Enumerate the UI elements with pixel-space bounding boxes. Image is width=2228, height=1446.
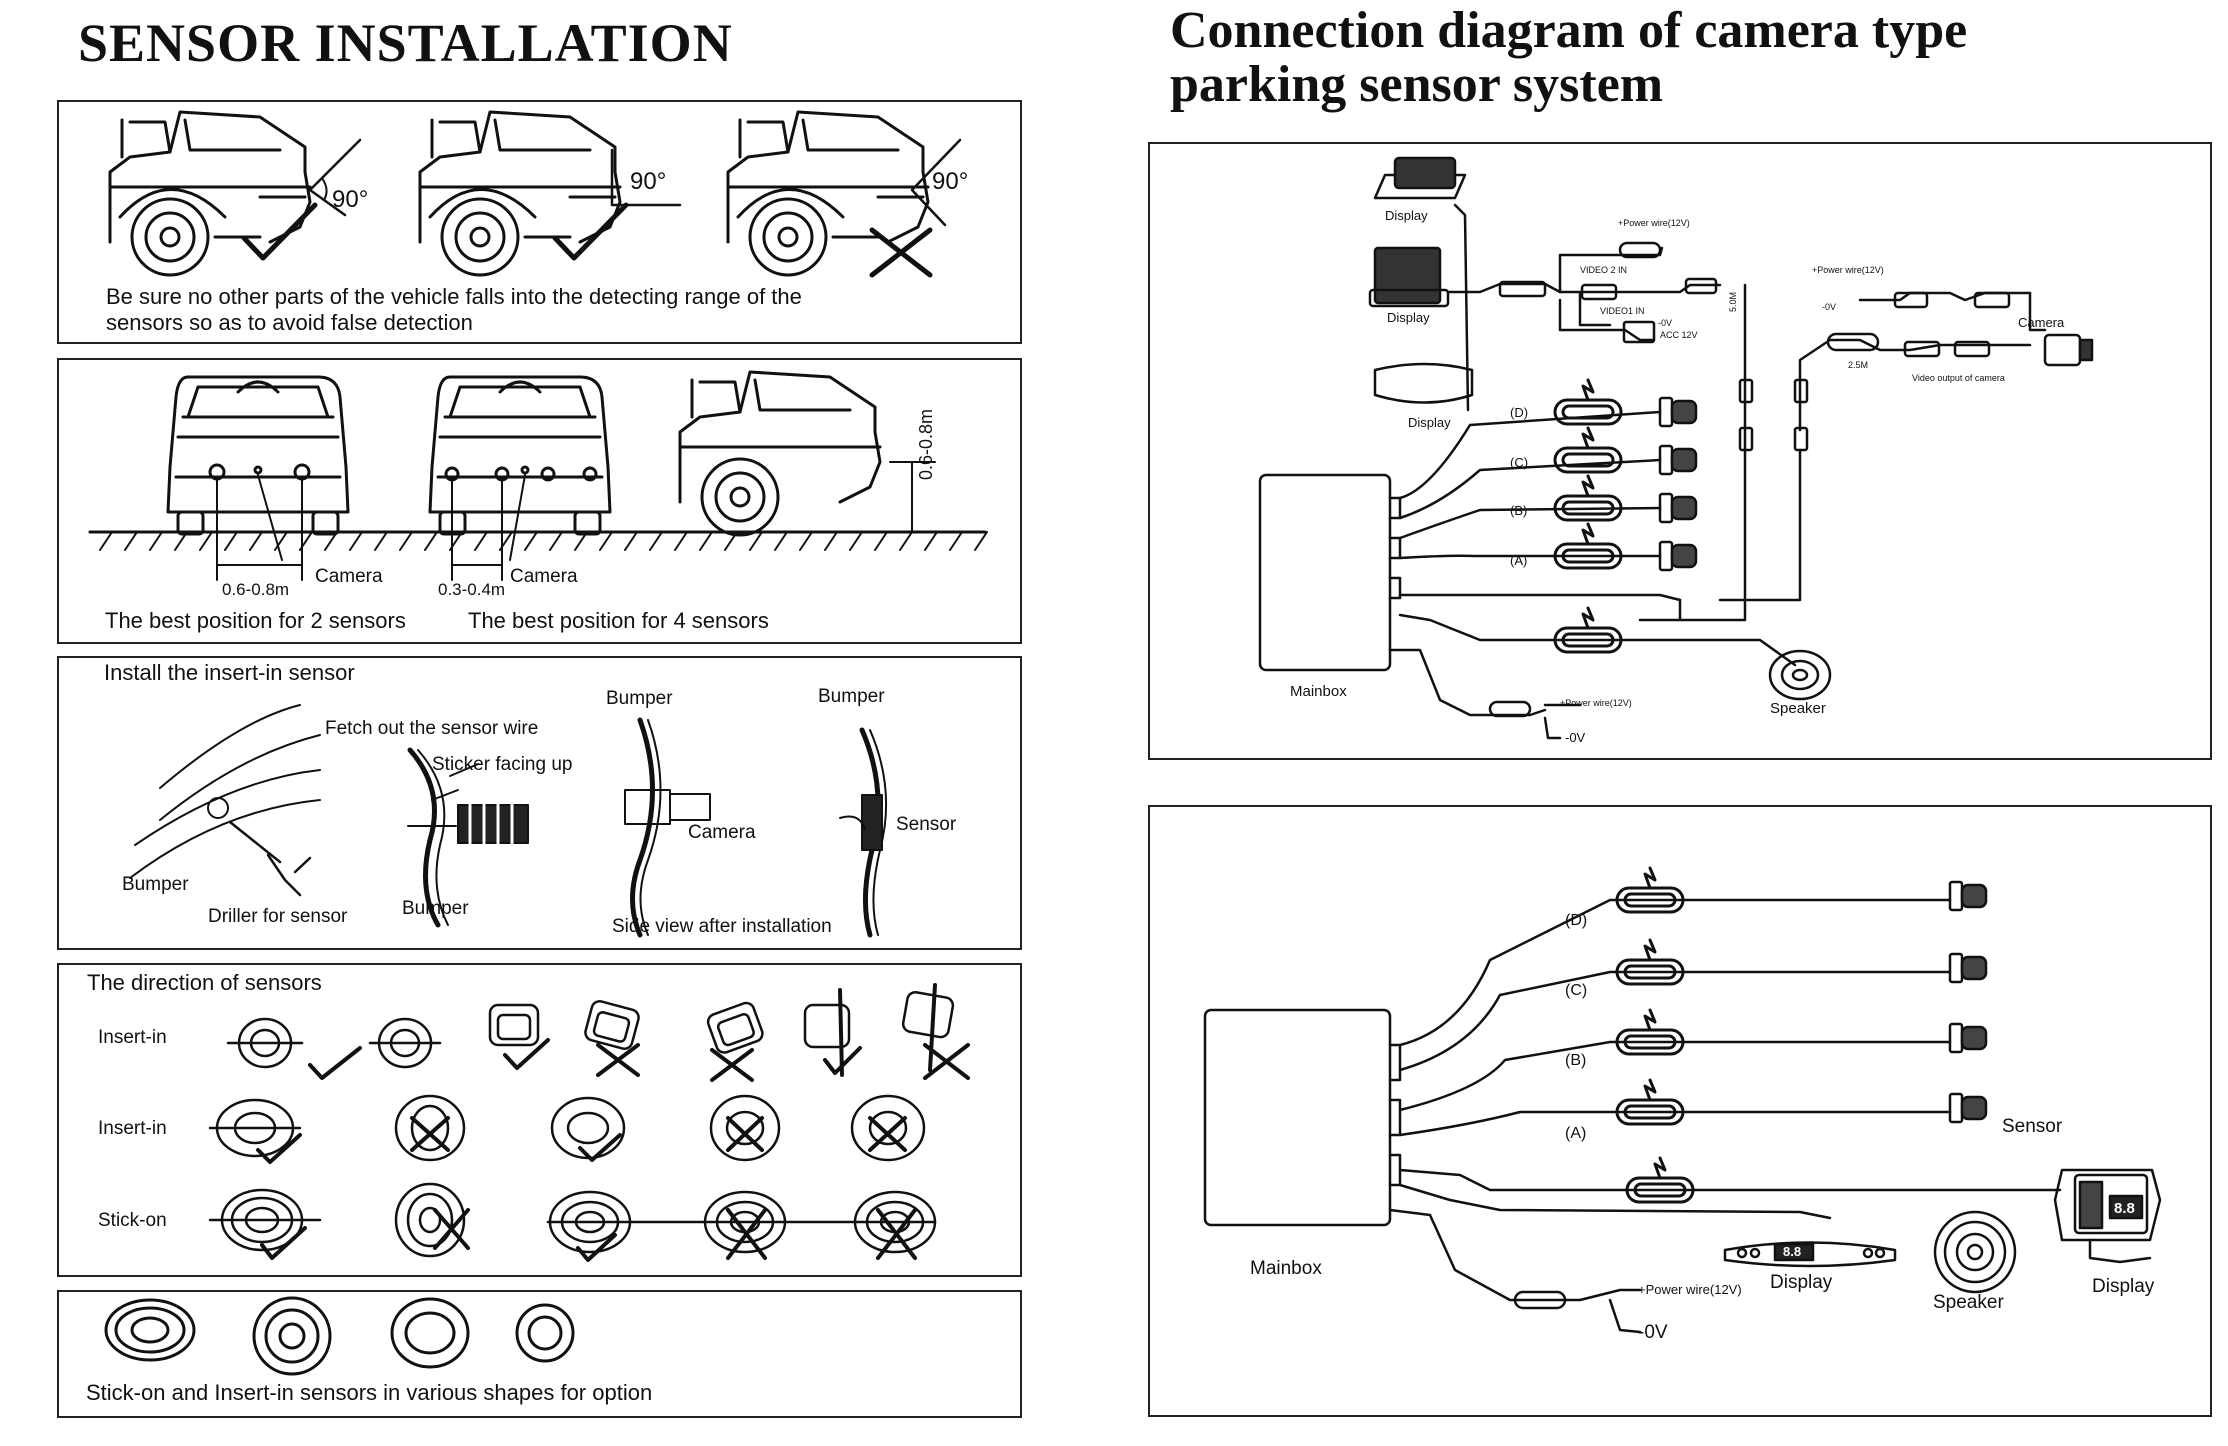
panel-install: [57, 656, 1022, 950]
bumper-label-a: Bumper: [606, 688, 673, 709]
angle-label-3: 90°: [932, 168, 969, 195]
bar-display-readout: 8.8: [1783, 1244, 1802, 1259]
fetch-wire-label: Fetch out the sensor wire: [325, 718, 539, 739]
power-wire-2: +Power wire(12V): [1638, 1282, 1742, 1297]
channel-b-2: (B): [1565, 1052, 1587, 1069]
row-insert-in-1: Insert-in: [98, 1027, 167, 1048]
power-wire-bottom: +Power wire(12V): [1560, 698, 1632, 708]
camera-label-4: Camera: [510, 566, 578, 587]
shapes-caption: Stick-on and Insert-in sensors in variou…: [86, 1380, 653, 1405]
panel-detect-range: [57, 100, 1022, 344]
channel-d-2: (D): [1565, 912, 1588, 929]
video1-label: VIDEO1 IN: [1600, 306, 1645, 316]
channel-c-2: (C): [1565, 982, 1588, 999]
panel1-caption-line2: sensors so as to avoid false detection: [106, 310, 473, 335]
panel-sensor-diagram: [1148, 805, 2212, 1417]
row-stick-on: Stick-on: [98, 1210, 167, 1231]
side-view-label: Side view after installation: [612, 916, 832, 937]
right-title-line1: Connection diagram of camera type: [1170, 2, 1968, 59]
row-insert-in-2: Insert-in: [98, 1118, 167, 1139]
camera-label: Camera: [2018, 315, 2065, 330]
sensor-label-2: Sensor: [2002, 1116, 2063, 1137]
cable-length-a: 5.0M: [1728, 291, 1738, 312]
camera-label-2: Camera: [315, 566, 383, 587]
display-lcd-label: Display: [2092, 1276, 2155, 1297]
sticker-label: Sticker facing up: [432, 754, 573, 775]
sensor-install-label: Sensor: [896, 814, 957, 835]
left-title: SENSOR INSTALLATION: [78, 13, 733, 73]
dist-2-sensors: 0.6-0.8m: [222, 580, 290, 599]
dist-4-sensors: 0.3-0.4m: [438, 580, 506, 599]
speaker-label-2: Speaker: [1933, 1292, 2004, 1313]
channel-d-1: (D): [1510, 405, 1529, 420]
right-title-line2: parking sensor system: [1170, 56, 1664, 113]
right-title: Connection diagram of camera type parkin…: [1170, 4, 1967, 112]
cable-length-b: 2.5M: [1848, 360, 1869, 370]
channel-a-1: (A): [1510, 553, 1528, 568]
camera-install-label: Camera: [688, 822, 756, 843]
panel-camera-diagram: [1148, 142, 2212, 760]
display-top-label: Display: [1385, 208, 1428, 223]
mainbox-label-1: Mainbox: [1290, 683, 1347, 700]
speaker-label-1: Speaker: [1770, 700, 1826, 717]
power-wire-camera: +Power wire(12V): [1812, 265, 1884, 275]
mainbox-label-2: Mainbox: [1250, 1258, 1322, 1279]
panel-shapes: [57, 1290, 1022, 1418]
zero-v-camera: -0V: [1822, 302, 1837, 312]
display-mid-label: Display: [1387, 310, 1430, 325]
display-bar-label: Display: [1770, 1272, 1833, 1293]
zero-v-mid: -0V: [1658, 318, 1673, 328]
caption-4-sensors: The best position for 4 sensors: [468, 608, 769, 633]
display-mirror-label: Display: [1408, 415, 1451, 430]
height-label: 0.6-0.8m: [916, 408, 936, 480]
caption-2-sensors: The best position for 2 sensors: [105, 608, 406, 633]
channel-c-1: (C): [1510, 455, 1529, 470]
angle-label-2: 90°: [630, 168, 667, 195]
video-output-label: Video output of camera: [1912, 373, 2005, 383]
zero-v-bottom: -0V: [1565, 730, 1586, 745]
panel1-caption-line1: Be sure no other parts of the vehicle fa…: [106, 284, 802, 309]
video2-label: VIDEO 2 IN: [1580, 265, 1628, 275]
angle-label-1: 90°: [332, 186, 369, 213]
zero-v-2: -0V: [1638, 1322, 1668, 1343]
direction-heading: The direction of sensors: [87, 970, 322, 995]
bumper-label-c: Bumper: [122, 874, 189, 895]
bumper-label-d: Bumper: [402, 898, 469, 919]
driller-label: Driller for sensor: [208, 906, 348, 927]
panel-best-position: [57, 358, 1022, 644]
panel-direction: [57, 963, 1022, 1277]
lcd-display-readout: 8.8: [2114, 1200, 2135, 1217]
acc-label: ACC 12V: [1660, 330, 1698, 340]
channel-a-2: (A): [1565, 1125, 1587, 1142]
bumper-label-b: Bumper: [818, 686, 885, 707]
channel-b-1: (B): [1510, 503, 1528, 518]
install-heading: Install the insert-in sensor: [104, 660, 355, 685]
power-wire-top: +Power wire(12V): [1618, 218, 1690, 228]
